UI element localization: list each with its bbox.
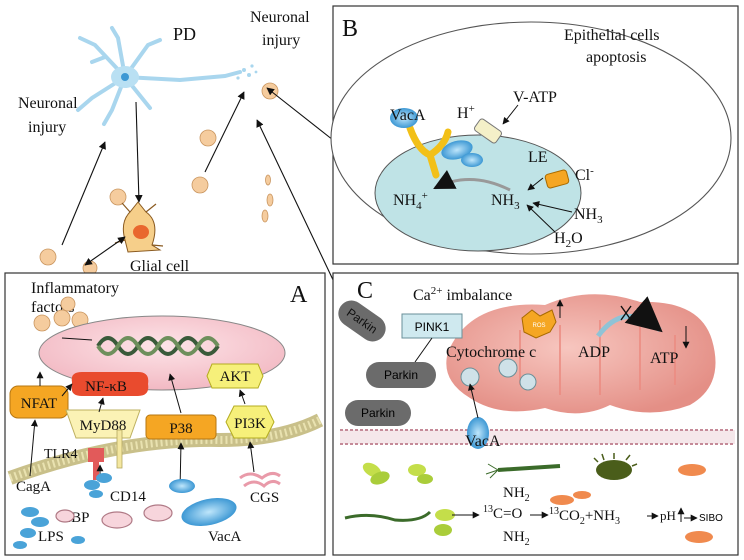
v-atp-label: V-ATP: [513, 89, 557, 106]
cd14-label: CD14: [110, 489, 146, 505]
pd-label: PD: [173, 24, 196, 44]
caga-label: CagA: [16, 479, 51, 495]
parkin-2-box: Parkin: [366, 362, 436, 388]
lps-label: LPS: [38, 529, 64, 545]
svg-text:P38: P38: [169, 421, 192, 437]
urea-co: 13C=O: [483, 504, 522, 522]
epithelial-apoptosis-label: Epithelial cells apoptosis: [564, 27, 664, 66]
block-cross-icon: [620, 305, 632, 321]
svg-text:PINK1: PINK1: [415, 320, 450, 334]
neuronal-injury-left: Neuronal injury: [18, 95, 82, 136]
vaca-label-a: VacA: [208, 529, 241, 545]
vaca-label-b: VacA: [390, 107, 426, 124]
cgs-icon: [239, 471, 281, 489]
chloride-channel-icon: [544, 169, 570, 189]
cgs-label: CGS: [250, 490, 279, 506]
pathway-arrows-a: [29, 337, 255, 491]
atp-label: ATP: [650, 350, 679, 367]
neuronal-injury-right: Neuronal injury: [250, 9, 314, 49]
panel-b: B Epithelial cells apoptosis VacA H+ V-A…: [330, 5, 739, 265]
panel-b-letter: B: [342, 16, 358, 42]
cell-membrane: [7, 413, 324, 485]
myd88-box: MyD88: [65, 409, 141, 439]
pink1-box: PINK1: [401, 313, 463, 339]
svg-text:AKT: AKT: [220, 369, 251, 385]
svg-text:Parkin: Parkin: [384, 368, 418, 382]
nfkb-box: NF-κB: [71, 372, 149, 396]
top-arrows: [61, 87, 336, 285]
tlr4-receptor-icon: [88, 448, 104, 480]
cycle-arrow: [433, 170, 511, 192]
nh3-right-label: NH3: [574, 206, 603, 226]
ph-label: pH: [660, 508, 676, 523]
lps-molecules-icon: [13, 473, 112, 549]
adp-label: ADP: [578, 344, 610, 361]
vaca-bacterium-c-icon: [467, 417, 489, 449]
adp-atp-arrow: [596, 296, 663, 338]
parkin-3-box: Parkin: [345, 400, 411, 426]
vaca-bacterium-icon: [169, 479, 237, 526]
membrane-c: [340, 429, 735, 445]
nh4-label: NH4+: [393, 190, 428, 212]
akt-box: AKT: [206, 363, 264, 389]
svg-text:NF-κB: NF-κB: [85, 379, 127, 395]
v-atpase-icon: [474, 118, 502, 144]
late-endosome: [374, 134, 582, 252]
urea-nh2-bottom: NH2: [503, 529, 530, 548]
ros-icon: ROS: [521, 309, 557, 339]
panel-c: C Ca2+ imbalance Parkin PINK1 Parkin Par…: [332, 272, 739, 556]
urea-nh2-top: NH2: [503, 485, 530, 504]
svg-text:NFAT: NFAT: [21, 396, 57, 412]
ca-imbalance-label: Ca2+ imbalance: [413, 285, 512, 304]
h-plus-label: H+: [457, 103, 475, 122]
vesicles-icon: [55, 504, 173, 529]
panel-c-letter: C: [357, 278, 373, 304]
glial-cell-icon: [114, 201, 164, 253]
h2o-label: H2O: [554, 230, 583, 250]
panel-a-letter: A: [290, 282, 308, 308]
products-label: 13CO2+NH3: [549, 506, 620, 527]
le-label: LE: [528, 149, 548, 166]
svg-text:MyD88: MyD88: [80, 418, 127, 434]
cytokine-particles: [33, 296, 89, 332]
glial-cell-label: Glial cell: [130, 258, 190, 275]
p38-box: P38: [145, 414, 217, 440]
cytochrome-label: Cytochrome c: [446, 344, 536, 361]
vaca-receptor-icon: [406, 124, 452, 179]
gut-bacteria-icons: [344, 453, 713, 543]
nh3-center-label: NH3: [491, 192, 520, 212]
cl-label: Cl-: [575, 165, 594, 184]
bacterium-icon: [390, 108, 483, 167]
svg-text:ROS: ROS: [532, 323, 545, 329]
receptor-stalk: [116, 429, 123, 469]
pink1-link: [414, 337, 433, 363]
neuron-icon: [76, 26, 258, 126]
tlr4-label: TLR4: [44, 447, 77, 462]
dna-helix-icon: [96, 336, 220, 356]
svg-text:Parkin: Parkin: [361, 406, 395, 420]
nfat-box: NFAT: [9, 385, 69, 419]
panel-a: A Inflammatory factors NFAT NF-κB: [4, 272, 326, 556]
vaca-label-c: VacA: [465, 433, 501, 450]
cytochrome-icon: [460, 358, 537, 391]
sibo-label: SIBO: [699, 513, 723, 524]
svg-text:PI3K: PI3K: [234, 416, 266, 432]
pi3k-box: PI3K: [225, 405, 275, 439]
top-region: PD Neuronal injury Neuronal injury: [18, 9, 336, 285]
